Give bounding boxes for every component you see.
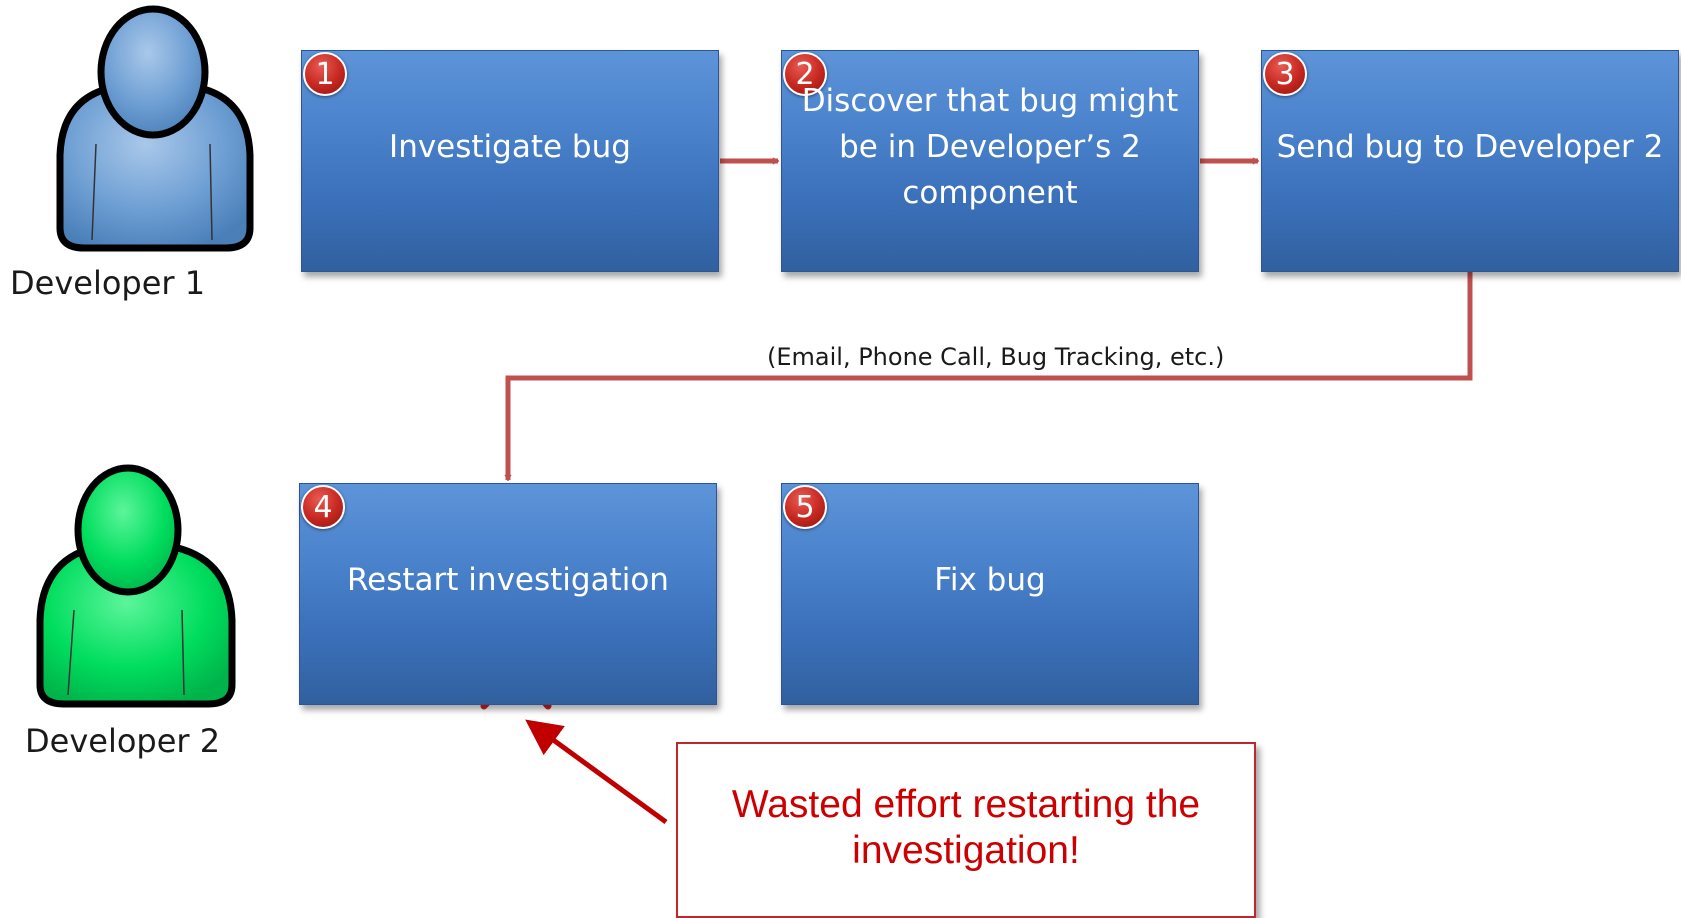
step-number-badge: 1 [303, 52, 347, 96]
developer-2-figure [36, 464, 236, 708]
step-label: Restart investigation [347, 562, 669, 598]
step-label: Discover that bug might be in Developer’… [801, 83, 1179, 211]
step-number-badge: 5 [783, 485, 827, 529]
step-box-5[interactable]: 5 Fix bug [781, 483, 1199, 705]
step-number-badge: 2 [783, 52, 827, 96]
developer-1-figure [56, 5, 254, 252]
step-box-3[interactable]: 3 Send bug to Developer 2 [1261, 50, 1679, 272]
step-label: Fix bug [934, 562, 1046, 598]
actor-label-developer-1: Developer 1 [10, 264, 206, 302]
wasted-effort-callout: Wasted effort restarting the investigati… [676, 742, 1256, 918]
step-number-badge: 4 [301, 485, 345, 529]
step-label: Send bug to Developer 2 [1276, 129, 1664, 165]
step-box-1[interactable]: 1 Investigate bug [301, 50, 719, 272]
connector-3-to-4 [508, 270, 1473, 480]
step-box-4[interactable]: 4 Restart investigation [299, 483, 717, 705]
callout-text: Wasted effort restarting the investigati… [731, 783, 1201, 872]
step-label: Investigate bug [389, 129, 631, 165]
connector-label-channels: (Email, Phone Call, Bug Tracking, etc.) [767, 343, 1225, 371]
step-box-2[interactable]: 2 Discover that bug might be in Develope… [781, 50, 1199, 272]
callout-arrow [525, 719, 668, 825]
step-number-badge: 3 [1263, 52, 1307, 96]
actor-label-developer-2: Developer 2 [25, 722, 221, 760]
